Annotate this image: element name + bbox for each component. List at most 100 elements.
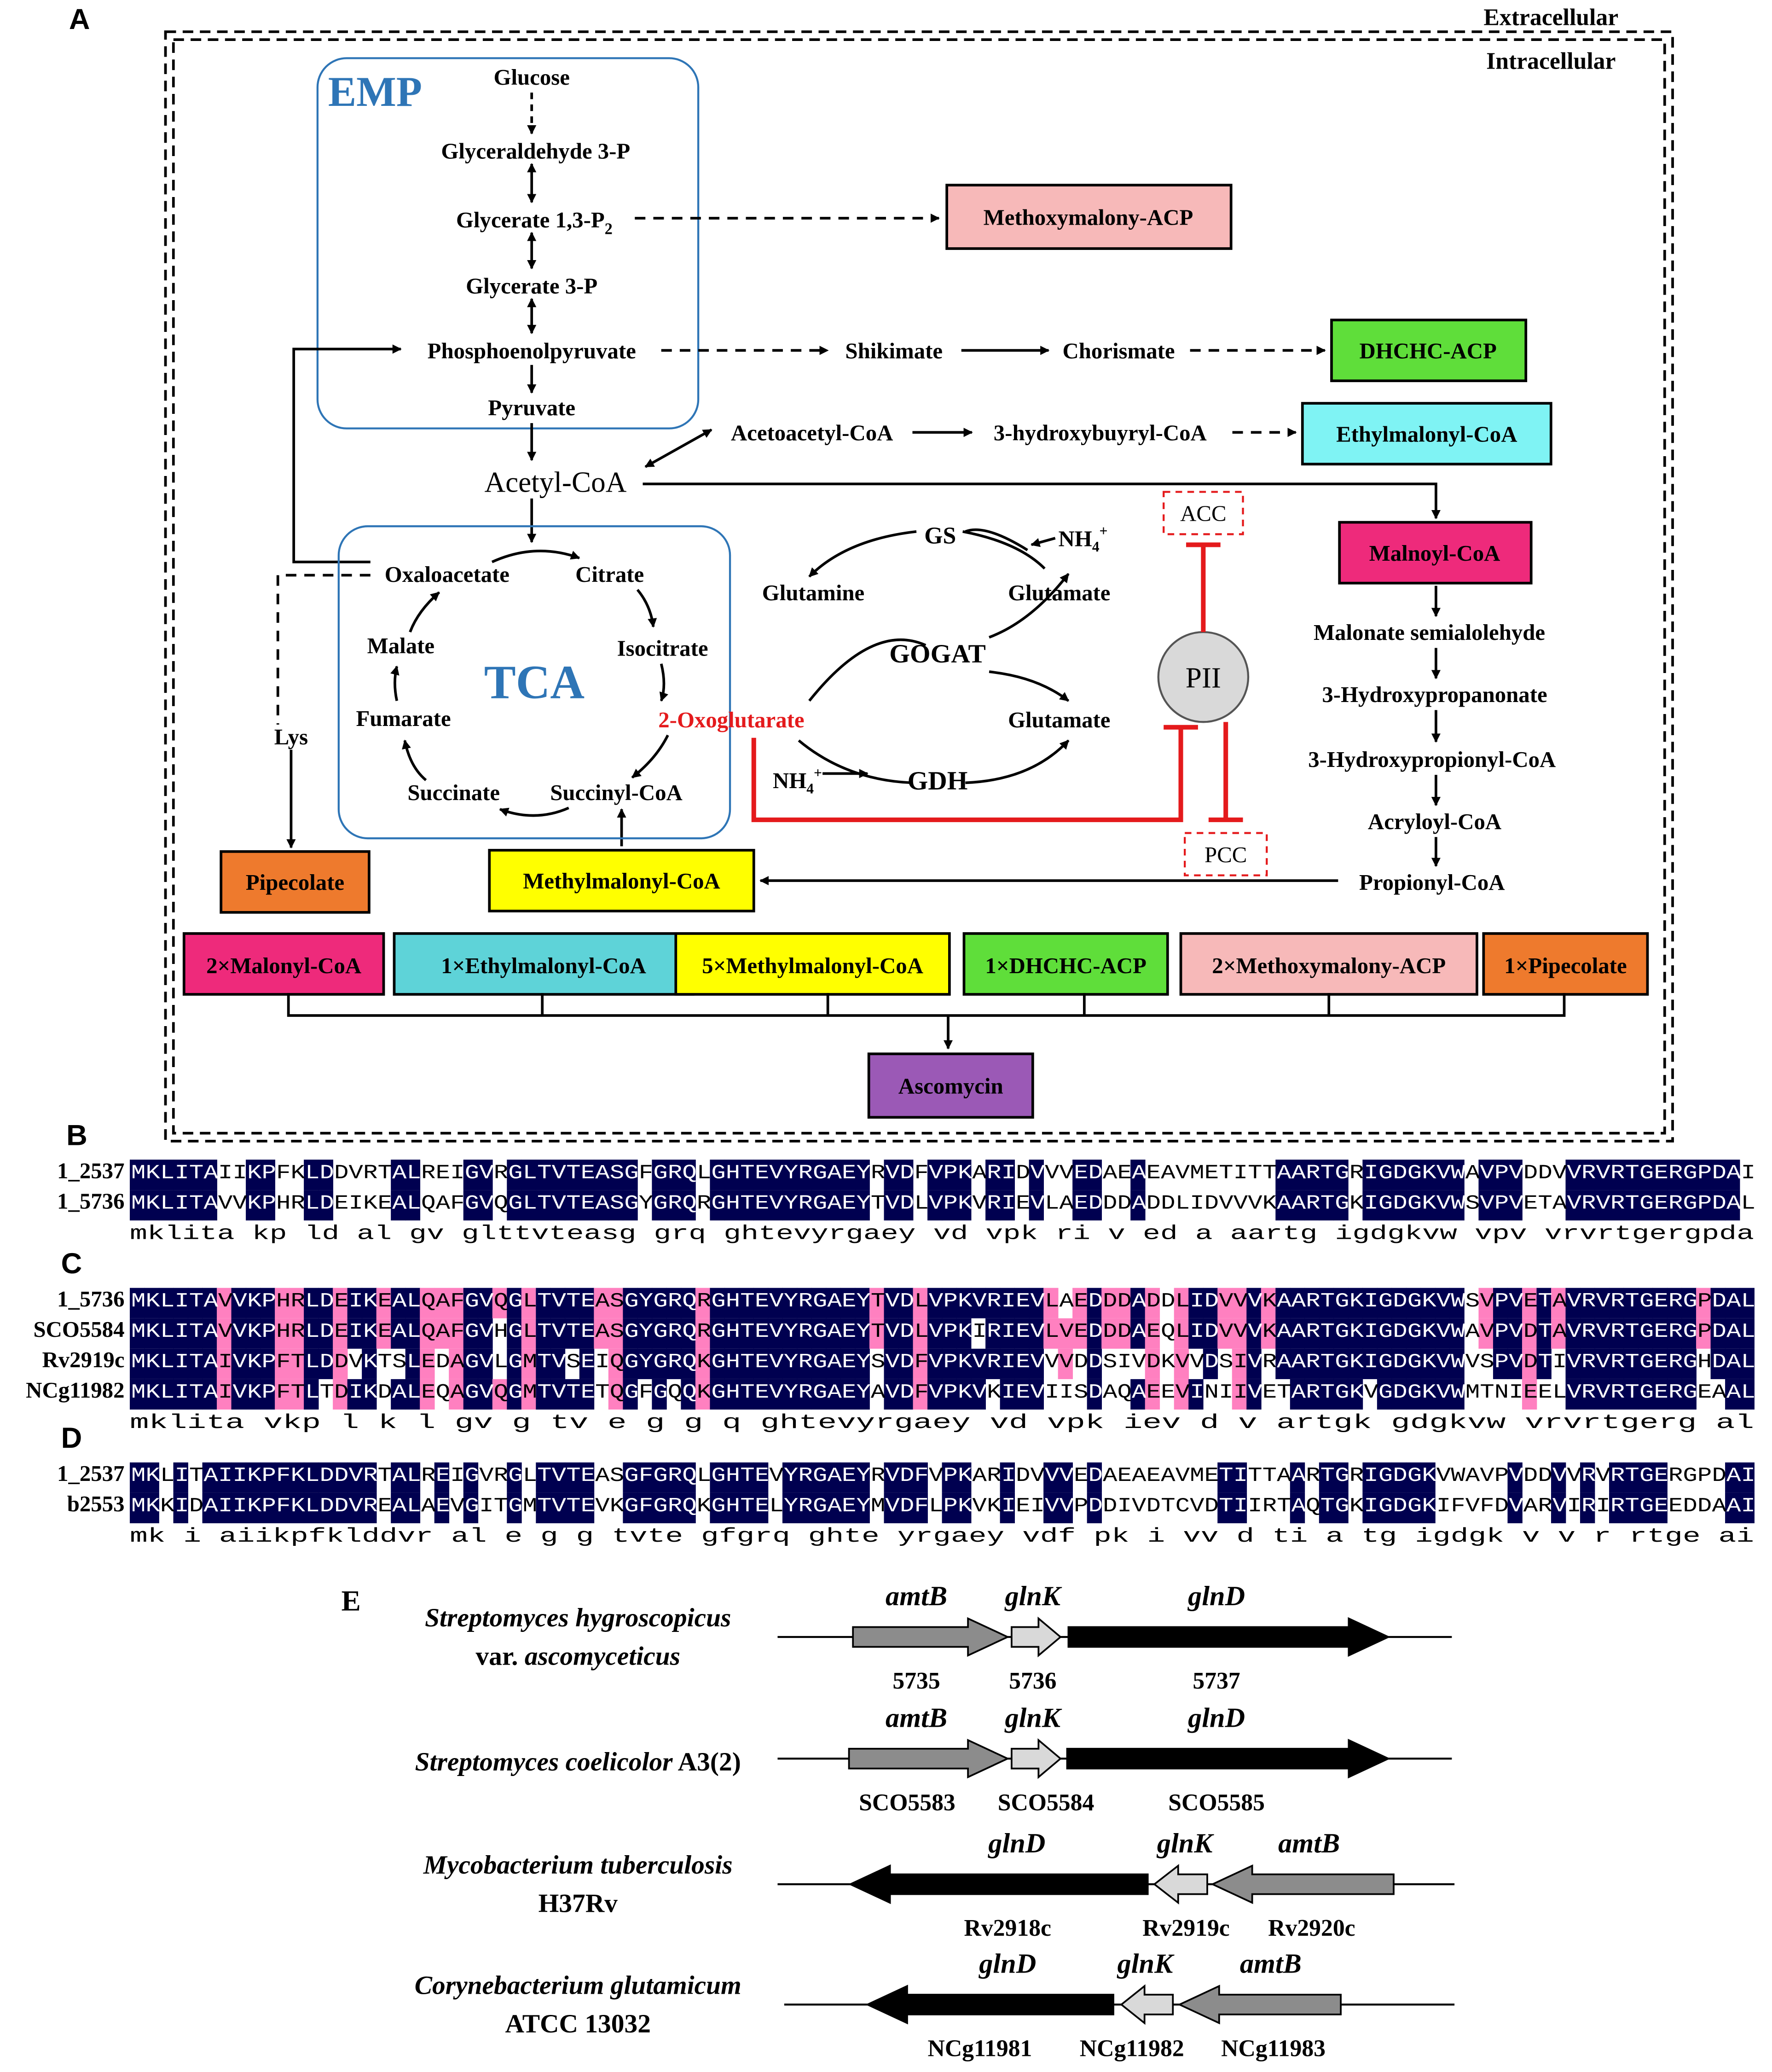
residue-shade [1319,1190,1334,1221]
precursor-box [962,932,1169,996]
residue-shade [608,1318,624,1349]
residue-shade [246,1318,261,1349]
residue-shade [217,1462,232,1493]
residue-shade [1435,1318,1450,1349]
residue-shade [1565,1288,1581,1318]
residue-shade [985,1190,1001,1221]
residue-shade [695,1288,711,1318]
residue-shade [681,1492,696,1523]
malate: Malate [367,633,434,658]
residue-shade [666,1318,682,1349]
residue-shade [1536,1288,1552,1318]
residue-shade [1058,1462,1073,1493]
residue-shade [1580,1318,1595,1349]
residue-shade [840,1318,856,1349]
residue-shade [739,1492,754,1523]
residue-shade [1391,1160,1407,1190]
residue-shade [1087,1160,1102,1190]
residue-shade [1290,1288,1305,1318]
dhchc-box [1330,319,1528,383]
residue-shade [695,1318,711,1349]
residue-shade [275,1462,290,1493]
residue-shade [1638,1318,1653,1349]
residue-shade [956,1190,972,1221]
residue-shade [1594,1288,1610,1318]
residue-shade [289,1348,304,1379]
residue-shade [1275,1318,1291,1349]
residue-shade [579,1348,595,1379]
residue-shade [1087,1379,1102,1410]
residue-shade [173,1318,188,1349]
residue-shade [1043,1462,1059,1493]
residue-shade [956,1160,972,1190]
residue-shade [1000,1492,1015,1523]
ascomycin-box [867,1052,1034,1119]
residue-shade [1420,1190,1436,1221]
sequence-name: 1_5736 [57,1286,124,1312]
amtB-arrow [852,1617,1010,1657]
residue-shade [739,1462,754,1493]
residue-shade [202,1379,217,1410]
residue-shade [144,1318,159,1349]
residue-shade [217,1348,232,1379]
residue-shade [536,1318,551,1349]
residue-shade [362,1288,377,1318]
residue-shade [550,1462,566,1493]
residue-shade [753,1492,769,1523]
residue-shade [1696,1318,1711,1349]
residue-shade [405,1348,421,1379]
residue-shade [391,1288,406,1318]
residue-shade [1362,1190,1378,1221]
residue-shade [1348,1379,1363,1410]
residue-shade [1420,1160,1436,1190]
residue-shade [565,1160,580,1190]
residue-shade [1652,1160,1668,1190]
panel-label-b: B [66,1119,87,1151]
residue-shade [1290,1462,1305,1493]
gene-name: glnD [1187,1581,1245,1612]
residue-shade [724,1318,740,1349]
residue-shade [1710,1190,1726,1221]
residue-shade [1391,1379,1407,1410]
residue-shade [275,1492,290,1523]
residue-shade [884,1288,899,1318]
residue-shade [1333,1190,1349,1221]
residue-shade [1623,1462,1639,1493]
hydroxypropionyl-coa: 3-Hydroxypropionyl-CoA [1308,747,1556,772]
residue-shade [927,1348,943,1379]
residue-shade [434,1492,450,1523]
residue-shade [362,1348,377,1379]
residue-shade [217,1379,232,1410]
residue-shade [1029,1160,1044,1190]
residue-shade [463,1462,479,1493]
gene-name: amtB [886,1702,947,1733]
residue-shade [1565,1190,1581,1221]
residue-shade [1377,1318,1392,1349]
residue-shade [1246,1348,1262,1379]
residue-shade [942,1160,957,1190]
residue-shade [463,1348,479,1379]
residue-shade [333,1492,348,1523]
residue-shade [884,1348,899,1379]
gdh: GDH [908,766,968,795]
panel-a: A Extracellular Intracellular EMP Glucos… [69,3,1674,1143]
tca-label: TCA [484,656,585,709]
residue-shade [536,1190,551,1221]
residue-shade [623,1160,638,1190]
residue-shade [1420,1288,1436,1318]
propionyl-coa: Propionyl-CoA [1359,870,1505,895]
residue-shade [318,1462,334,1493]
residue-shade [942,1492,957,1523]
residue-shade [1551,1492,1566,1523]
residue-shade [536,1462,551,1493]
nh4-bottom: NH4+ [773,765,822,796]
residue-shade [579,1492,595,1523]
precursor-box [393,932,695,996]
residue-shade [1304,1348,1320,1379]
residue-shade [1594,1160,1610,1190]
residue-shade [1377,1160,1392,1190]
residue-shade [536,1379,551,1410]
residue-shade [1493,1288,1508,1318]
residue-shade [318,1348,334,1379]
